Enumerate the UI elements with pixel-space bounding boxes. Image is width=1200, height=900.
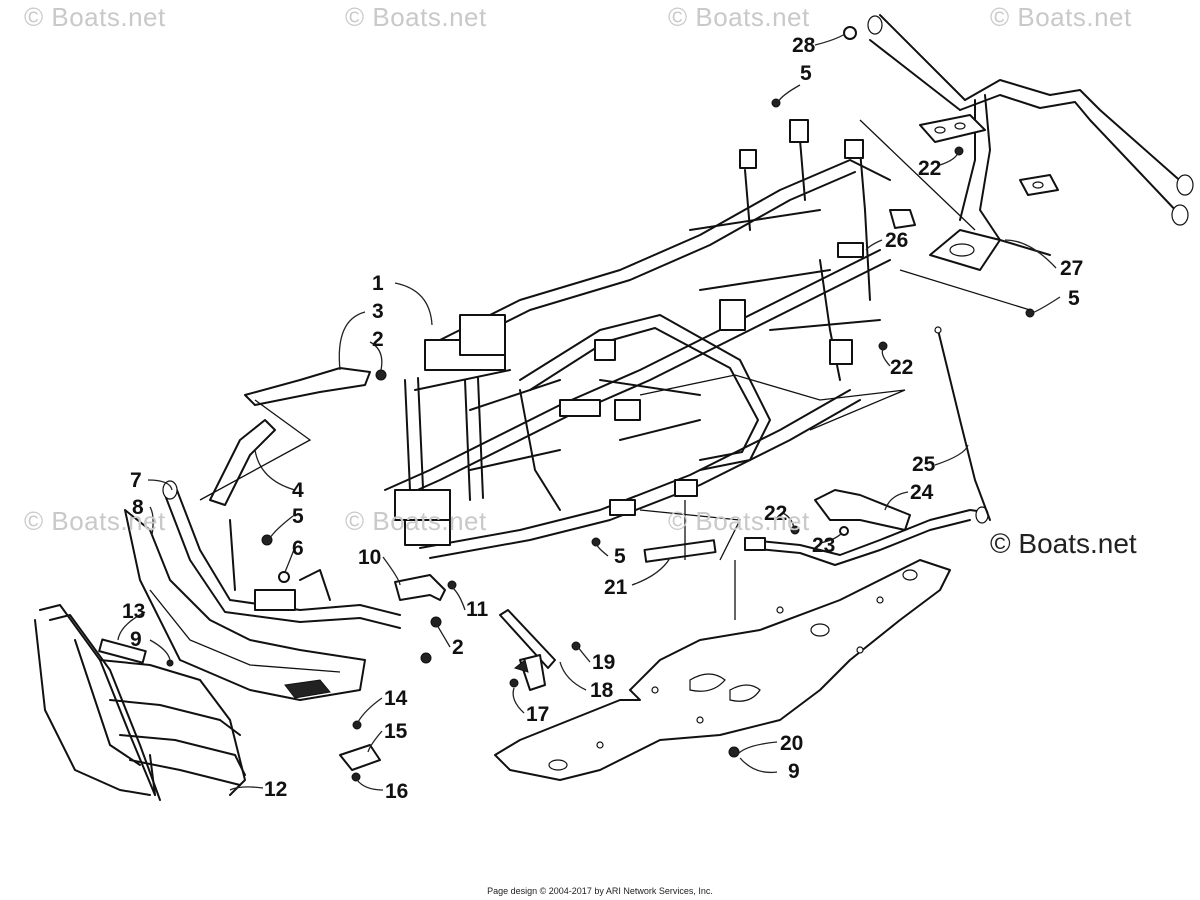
front-rack-part-3[interactable] [244, 367, 371, 406]
watermark: © Boats.net [668, 506, 810, 536]
callout-9-front: 9 [130, 628, 142, 651]
callout-17: 17 [526, 703, 549, 726]
fasteners [166, 26, 1035, 782]
front-support-part-4[interactable] [209, 419, 276, 506]
page-footer: Page design © 2004-2017 by ARI Network S… [487, 886, 713, 896]
rear-rack-part-27[interactable] [867, 14, 1194, 271]
callout-3: 3 [372, 300, 384, 323]
callout-1: 1 [372, 272, 384, 295]
brush-guard-part-12[interactable] [34, 604, 246, 801]
strip-part-21[interactable] [643, 539, 717, 563]
callout-2-upper: 2 [372, 328, 384, 351]
part-26-decal[interactable] [837, 242, 864, 258]
main-frame[interactable] [384, 119, 916, 559]
callout-16: 16 [385, 780, 408, 803]
callout-labels: 1 2 2 3 4 5 5 5 5 6 7 8 9 9 10 11 12 13 … [122, 34, 1083, 803]
watermark: © Boats.net [990, 2, 1132, 32]
callout-18: 18 [590, 679, 614, 702]
callout-5-rear-side: 5 [1068, 287, 1080, 310]
projection-lines [199, 119, 1031, 620]
callout-22-bracket: 22 [764, 502, 787, 525]
watermark: © Boats.net [668, 2, 810, 32]
callout-5-rear-top: 5 [800, 62, 812, 85]
callout-21: 21 [604, 576, 628, 599]
side-rod-part-25[interactable] [934, 326, 991, 521]
skid-bracket-part-24[interactable] [744, 489, 989, 566]
callout-2-lower: 2 [452, 636, 464, 659]
callout-7: 7 [130, 469, 142, 492]
callout-27: 27 [1060, 257, 1083, 280]
callout-12: 12 [264, 778, 287, 801]
callout-4: 4 [292, 479, 304, 502]
front-fascia-part-8[interactable] [124, 509, 366, 701]
bracket-part-10[interactable] [394, 574, 446, 601]
callout-10: 10 [358, 546, 381, 569]
watermark: © Boats.net [345, 2, 487, 32]
watermark: © Boats.net [24, 506, 166, 536]
callout-13: 13 [122, 600, 145, 623]
watermark: © Boats.net [345, 506, 487, 536]
callout-22-side: 22 [890, 356, 913, 379]
leader-lines [117, 33, 1061, 791]
callout-23: 23 [812, 534, 835, 557]
clip-part-15[interactable] [339, 744, 381, 771]
callout-5-front: 5 [292, 505, 304, 528]
callout-25: 25 [912, 453, 936, 476]
callout-5-center: 5 [614, 545, 626, 568]
callout-9-skid: 9 [788, 760, 800, 783]
callout-26: 26 [885, 229, 908, 252]
callout-28: 28 [792, 34, 816, 57]
callout-6: 6 [292, 537, 304, 560]
front-bumper-part-7[interactable] [162, 480, 401, 629]
watermark: © Boats.net [24, 2, 166, 32]
brush-guard-label-part-13[interactable] [98, 638, 147, 664]
callout-11: 11 [466, 598, 489, 621]
callout-24: 24 [910, 481, 934, 504]
brand-watermark: © Boats.net [990, 528, 1137, 559]
callout-22-rear: 22 [918, 157, 941, 180]
callout-14: 14 [384, 687, 408, 710]
skid-plate-part-20[interactable] [494, 559, 951, 781]
callout-8: 8 [132, 496, 144, 519]
warning-tab-part-17[interactable] [513, 659, 529, 673]
callout-15: 15 [384, 720, 408, 743]
bracket-part-18[interactable] [499, 609, 556, 691]
callout-19: 19 [592, 651, 615, 674]
callout-20: 20 [780, 732, 803, 755]
